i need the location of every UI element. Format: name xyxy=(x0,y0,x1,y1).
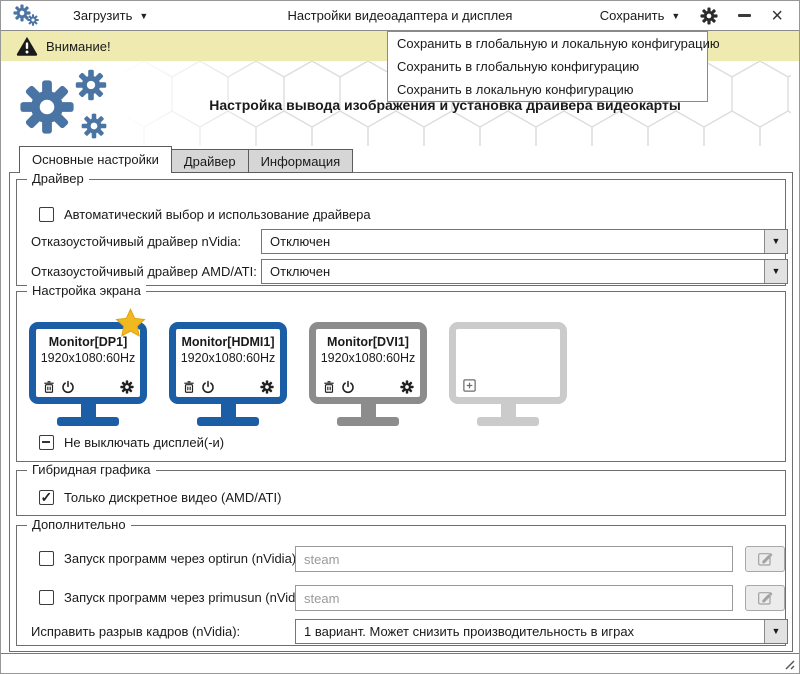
monitor-stand xyxy=(80,404,96,417)
plus-box-icon[interactable] xyxy=(462,378,477,393)
hexagon-fade xyxy=(116,61,286,146)
chevron-down-icon[interactable]: ▼ xyxy=(764,230,787,253)
primusun-label: Запуск программ через primusun (nVidia): xyxy=(64,590,314,605)
power-icon[interactable] xyxy=(61,380,75,394)
group-driver-title: Драйвер xyxy=(27,171,89,186)
tab-panel: Драйвер Автоматический выбор и использов… xyxy=(9,171,793,652)
gear-icon[interactable] xyxy=(120,380,134,394)
discrete-only-label: Только дискретное видео (AMD/ATI) xyxy=(64,490,282,505)
tearing-fix-select[interactable]: 1 вариант. Может снизить производительно… xyxy=(295,619,788,644)
group-hybrid-graphics: Гибридная графика Только дискретное виде… xyxy=(16,462,786,516)
monitor-screen xyxy=(449,322,567,404)
monitor-mode: 1920x1080:60Hz xyxy=(40,351,136,365)
tab-bar: Основные настройки Драйвер Информация xyxy=(19,146,354,173)
auto-driver-checkbox[interactable] xyxy=(39,207,54,222)
auto-driver-label: Автоматический выбор и использование дра… xyxy=(64,207,371,222)
load-button-label: Загрузить xyxy=(73,8,133,23)
tearing-fix-value: 1 вариант. Может снизить производительно… xyxy=(304,624,635,639)
monitor-stand xyxy=(220,404,236,417)
optirun-checkbox[interactable] xyxy=(39,551,54,566)
monitor-card-hdmi1[interactable]: Monitor[HDMI1] 1920x1080:60Hz xyxy=(169,322,287,426)
trash-icon[interactable] xyxy=(322,380,336,394)
pencil-icon xyxy=(757,551,773,567)
amd-failsafe-select[interactable]: Отключен ▼ xyxy=(261,259,788,284)
primusun-edit-button[interactable] xyxy=(745,585,785,611)
power-icon[interactable] xyxy=(341,380,355,394)
load-button[interactable]: Загрузить ▼ xyxy=(73,8,148,23)
monitor-name: Monitor[DVI1] xyxy=(327,335,409,349)
monitor-base xyxy=(57,417,119,426)
chevron-down-icon[interactable]: ▼ xyxy=(764,620,787,643)
tab-main-settings[interactable]: Основные настройки xyxy=(19,146,172,173)
gear-icon[interactable] xyxy=(400,380,414,394)
monitor-mode: 1920x1080:60Hz xyxy=(320,351,416,365)
primusun-checkbox[interactable] xyxy=(39,590,54,605)
monitor-screen: Monitor[DVI1] 1920x1080:60Hz xyxy=(309,322,427,404)
monitor-base xyxy=(197,417,259,426)
gear-icon xyxy=(81,113,107,139)
menu-item-save-local[interactable]: Сохранить в локальную конфигурацию xyxy=(397,82,634,97)
primary-star-icon xyxy=(115,308,146,339)
monitor-screen: Monitor[DP1] 1920x1080:60Hz xyxy=(29,322,147,404)
chevron-down-icon: ▼ xyxy=(139,10,149,21)
warning-triangle-icon xyxy=(16,36,38,56)
settings-gear-icon[interactable] xyxy=(700,7,718,25)
primusun-input[interactable] xyxy=(295,585,733,611)
keep-display-on-label: Не выключать дисплей(-и) xyxy=(64,435,225,450)
monitor-screen: Monitor[HDMI1] 1920x1080:60Hz xyxy=(169,322,287,404)
warning-text: Внимание! xyxy=(46,38,111,54)
app-logo-large-icon xyxy=(19,69,119,141)
gear-icon xyxy=(27,14,39,26)
keep-display-on-checkbox[interactable] xyxy=(39,435,54,450)
group-additional: Дополнительно Запуск программ через opti… xyxy=(16,517,788,646)
monitor-stand xyxy=(360,404,376,417)
power-icon[interactable] xyxy=(201,380,215,394)
gear-icon xyxy=(75,69,107,101)
group-screen-title: Настройка экрана xyxy=(27,283,146,298)
monitor-base xyxy=(337,417,399,426)
minimize-button[interactable] xyxy=(738,14,752,17)
discrete-only-checkbox[interactable] xyxy=(39,489,54,506)
monitor-name: Monitor[DP1] xyxy=(48,335,128,349)
tab-driver[interactable]: Драйвер xyxy=(170,149,249,173)
menu-item-save-global[interactable]: Сохранить в глобальную конфигурацию xyxy=(397,59,640,74)
optirun-label: Запуск программ через optirun (nVidia): xyxy=(64,551,300,566)
gear-icon xyxy=(19,79,75,135)
close-button[interactable]: × xyxy=(771,4,783,27)
save-dropdown-menu: Сохранить в глобальную и локальную конфи… xyxy=(387,31,720,102)
trash-icon[interactable] xyxy=(182,380,196,394)
tab-information[interactable]: Информация xyxy=(247,149,354,173)
save-button-label: Сохранить xyxy=(599,8,665,23)
optirun-edit-button[interactable] xyxy=(745,546,785,572)
tearing-fix-label: Исправить разрыв кадров (nVidia): xyxy=(31,624,241,639)
group-hybrid-title: Гибридная графика xyxy=(27,462,156,477)
resize-grip-icon[interactable] xyxy=(781,656,795,670)
group-additional-title: Дополнительно xyxy=(27,517,131,532)
monitor-name: Monitor[HDMI1] xyxy=(181,335,275,349)
nvidia-failsafe-label: Отказоустойчивый драйвер nVidia: xyxy=(31,234,241,249)
group-screen-setup: Настройка экрана Monitor[DP1] 1920x1080:… xyxy=(16,283,786,462)
monitor-card-dvi1[interactable]: Monitor[DVI1] 1920x1080:60Hz xyxy=(309,322,427,426)
monitor-mode: 1920x1080:60Hz xyxy=(180,351,276,365)
nvidia-failsafe-select[interactable]: Отключен ▼ xyxy=(261,229,788,254)
monitor-base xyxy=(477,417,539,426)
menu-item-save-global-local[interactable]: Сохранить в глобальную и локальную конфи… xyxy=(397,36,720,51)
monitor-stand xyxy=(500,404,516,417)
nvidia-failsafe-value: Отключен xyxy=(270,234,331,249)
group-driver: Драйвер Автоматический выбор и использов… xyxy=(16,171,788,286)
app-logo-icon xyxy=(13,4,47,28)
trash-icon[interactable] xyxy=(42,380,56,394)
monitor-card-dp1[interactable]: Monitor[DP1] 1920x1080:60Hz xyxy=(29,322,147,426)
save-button[interactable]: Сохранить ▼ xyxy=(600,8,681,23)
chevron-down-icon[interactable]: ▼ xyxy=(764,260,787,283)
title-bar: Загрузить ▼ Настройки видеоадаптера и ди… xyxy=(1,1,799,31)
status-bar xyxy=(1,653,799,673)
optirun-input[interactable] xyxy=(295,546,733,572)
monitor-card-add[interactable] xyxy=(449,322,567,426)
pencil-icon xyxy=(757,590,773,606)
amd-failsafe-value: Отключен xyxy=(270,264,331,279)
chevron-down-icon: ▼ xyxy=(671,10,681,21)
gear-icon[interactable] xyxy=(260,380,274,394)
amd-failsafe-label: Отказоустойчивый драйвер AMD/ATI: xyxy=(31,264,257,279)
